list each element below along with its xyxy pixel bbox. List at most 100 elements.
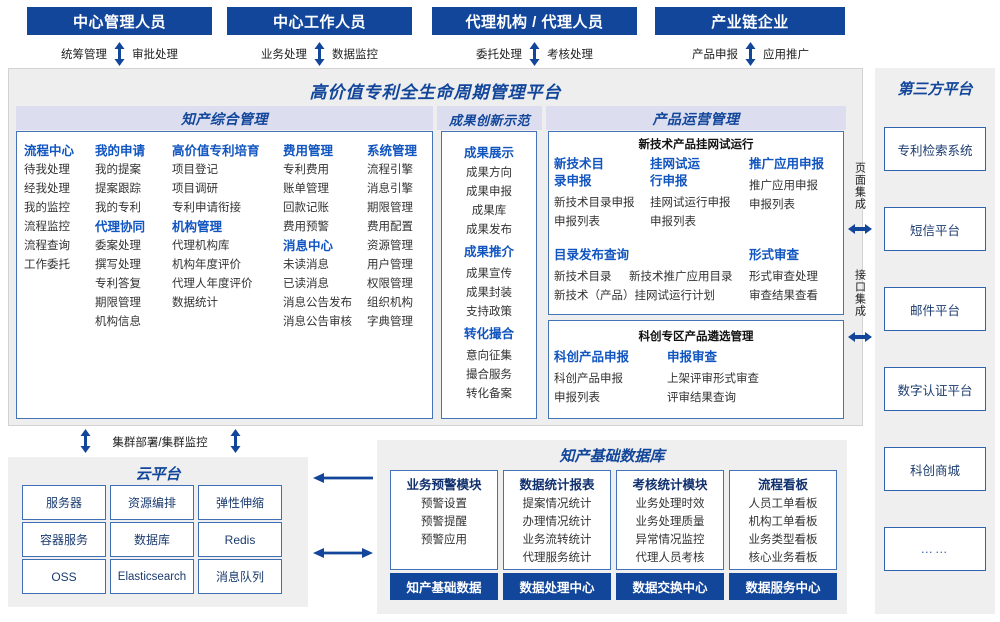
menu-item[interactable]: 专利费用 <box>283 164 329 176</box>
group-head[interactable]: 新技术目录申报 <box>554 157 605 188</box>
menu-item[interactable]: 挂网试运行申报 <box>650 197 731 209</box>
menu-item[interactable]: 成果方向 <box>466 167 512 179</box>
menu-item[interactable]: 审查结果查看 <box>749 290 818 302</box>
menu-item[interactable]: 撮合服务 <box>466 369 512 381</box>
third-party-item-email[interactable]: 邮件平台 <box>884 287 986 331</box>
group-head[interactable]: 科创产品申报 <box>554 350 630 364</box>
menu-item[interactable]: 机构信息 <box>95 316 141 328</box>
cloud-cell-elastic-scaling[interactable]: 弹性伸缩 <box>198 485 282 520</box>
db-column-item[interactable]: 代理人员考核 <box>635 552 705 564</box>
third-party-item-digital-cert[interactable]: 数字认证平台 <box>884 367 986 411</box>
menu-item[interactable]: 申报列表 <box>749 199 795 211</box>
menu-item[interactable]: 提案跟踪 <box>95 183 141 195</box>
role-bar-center-staff[interactable]: 中心工作人员 <box>227 7 412 35</box>
menu-item[interactable]: 成果申报 <box>466 186 512 198</box>
menu-item[interactable]: 费用配置 <box>367 221 413 233</box>
group-head[interactable]: 成果推介 <box>463 245 514 259</box>
group-head[interactable]: 推广应用申报 <box>749 157 825 171</box>
db-column-item[interactable]: 异常情况监控 <box>635 534 705 546</box>
group-head[interactable]: 系统管理 <box>367 144 418 158</box>
group-head[interactable]: 申报审查 <box>667 350 718 364</box>
menu-item[interactable]: 推广应用申报 <box>749 180 818 192</box>
menu-item[interactable]: 我的专利 <box>95 202 141 214</box>
menu-item[interactable]: 专利答复 <box>95 278 141 290</box>
cloud-cell-elasticsearch[interactable]: Elasticsearch <box>110 559 194 594</box>
menu-item[interactable]: 资源管理 <box>367 240 413 252</box>
menu-item[interactable]: 流程引擎 <box>367 164 413 176</box>
menu-item[interactable]: 组织机构 <box>367 297 413 309</box>
menu-item[interactable]: 权限管理 <box>367 278 413 290</box>
group-head[interactable]: 代理协同 <box>95 220 146 234</box>
menu-item[interactable]: 形式审查处理 <box>749 271 818 283</box>
menu-item[interactable]: 申报列表 <box>554 392 600 404</box>
menu-item[interactable]: 流程监控 <box>24 221 70 233</box>
db-column-item[interactable]: 预警设置 <box>421 498 467 510</box>
menu-item[interactable]: 我的监控 <box>24 202 70 214</box>
menu-item[interactable]: 评审结果查询 <box>667 392 736 404</box>
group-head-form-review[interactable]: 形式审查 <box>749 248 800 262</box>
group-head[interactable]: 成果展示 <box>463 146 514 160</box>
menu-item[interactable]: 新技术（产品）挂网试运行计划 <box>554 290 715 302</box>
cloud-cell-oss[interactable]: OSS <box>22 559 106 594</box>
db-footer-service-center[interactable]: 数据服务中心 <box>729 573 837 600</box>
role-bar-industry-chain[interactable]: 产业链企业 <box>655 7 845 35</box>
menu-item[interactable]: 成果发布 <box>466 224 512 236</box>
cloud-cell-database[interactable]: 数据库 <box>110 522 194 557</box>
menu-item[interactable]: 已读消息 <box>283 278 329 290</box>
db-column-item[interactable]: 人员工单看板 <box>748 498 818 510</box>
db-column-item[interactable]: 代理服务统计 <box>522 552 592 564</box>
third-party-item-sms[interactable]: 短信平台 <box>884 207 986 251</box>
menu-item[interactable]: 委案处理 <box>95 240 141 252</box>
db-column-item[interactable]: 业务处理时效 <box>635 498 705 510</box>
menu-item[interactable]: 撰写处理 <box>95 259 141 271</box>
db-footer-basic-data[interactable]: 知产基础数据 <box>390 573 498 600</box>
menu-item[interactable]: 成果库 <box>471 205 507 217</box>
role-bar-center-manager[interactable]: 中心管理人员 <box>27 7 212 35</box>
cloud-cell-container-service[interactable]: 容器服务 <box>22 522 106 557</box>
menu-item[interactable]: 期限管理 <box>95 297 141 309</box>
menu-item[interactable]: 意向征集 <box>466 350 512 362</box>
role-bar-agency[interactable]: 代理机构 / 代理人员 <box>432 7 637 35</box>
menu-item[interactable]: 上架评审形式审查 <box>667 373 759 385</box>
menu-item[interactable]: 消息公告发布 <box>283 297 352 309</box>
menu-item[interactable]: 代理人年度评价 <box>172 278 253 290</box>
third-party-item-kechuang-mall[interactable]: 科创商城 <box>884 447 986 491</box>
group-head-catalog-publish[interactable]: 目录发布查询 <box>554 248 630 262</box>
menu-item[interactable]: 项目登记 <box>172 164 218 176</box>
db-column-item[interactable]: 业务流转统计 <box>522 534 592 546</box>
cloud-cell-message-queue[interactable]: 消息队列 <box>198 559 282 594</box>
menu-item[interactable]: 费用预警 <box>283 221 329 233</box>
menu-item[interactable]: 待我处理 <box>24 164 70 176</box>
db-footer-exchange-center[interactable]: 数据交换中心 <box>616 573 724 600</box>
menu-item[interactable]: 申报列表 <box>554 216 600 228</box>
third-party-item-more[interactable]: …… <box>884 527 986 571</box>
menu-item[interactable]: 新技术目录申报 <box>554 197 635 209</box>
menu-item[interactable]: 成果封装 <box>466 287 512 299</box>
menu-item[interactable]: 未读消息 <box>283 259 329 271</box>
cloud-cell-redis[interactable]: Redis <box>198 522 282 557</box>
menu-item[interactable]: 用户管理 <box>367 259 413 271</box>
group-head[interactable]: 转化撮合 <box>463 327 514 341</box>
menu-item[interactable]: 期限管理 <box>367 202 413 214</box>
third-party-item-patent-search[interactable]: 专利检索系统 <box>884 127 986 171</box>
db-column-item[interactable]: 业务处理质量 <box>635 516 705 528</box>
menu-item[interactable]: 数据统计 <box>172 297 218 309</box>
group-head[interactable]: 消息中心 <box>283 239 334 253</box>
menu-item[interactable]: 申报列表 <box>650 216 696 228</box>
menu-item[interactable]: 工作委托 <box>24 259 70 271</box>
db-column-item[interactable]: 办理情况统计 <box>522 516 592 528</box>
menu-item[interactable]: 字典管理 <box>367 316 413 328</box>
menu-item[interactable]: 回款记账 <box>283 202 329 214</box>
group-head[interactable]: 费用管理 <box>283 144 334 158</box>
menu-item[interactable]: 经我处理 <box>24 183 70 195</box>
group-head[interactable]: 流程中心 <box>24 144 75 158</box>
db-column-item[interactable]: 业务类型看板 <box>748 534 818 546</box>
menu-item[interactable]: 消息公告审核 <box>283 316 352 328</box>
db-column-item[interactable]: 核心业务看板 <box>748 552 818 564</box>
db-column-item[interactable]: 机构工单看板 <box>748 516 818 528</box>
menu-item[interactable]: 新技术目录 <box>554 271 612 283</box>
cloud-cell-server[interactable]: 服务器 <box>22 485 106 520</box>
db-column-item[interactable]: 预警提醒 <box>421 516 467 528</box>
menu-item[interactable]: 流程查询 <box>24 240 70 252</box>
db-column-item[interactable]: 预警应用 <box>421 534 467 546</box>
